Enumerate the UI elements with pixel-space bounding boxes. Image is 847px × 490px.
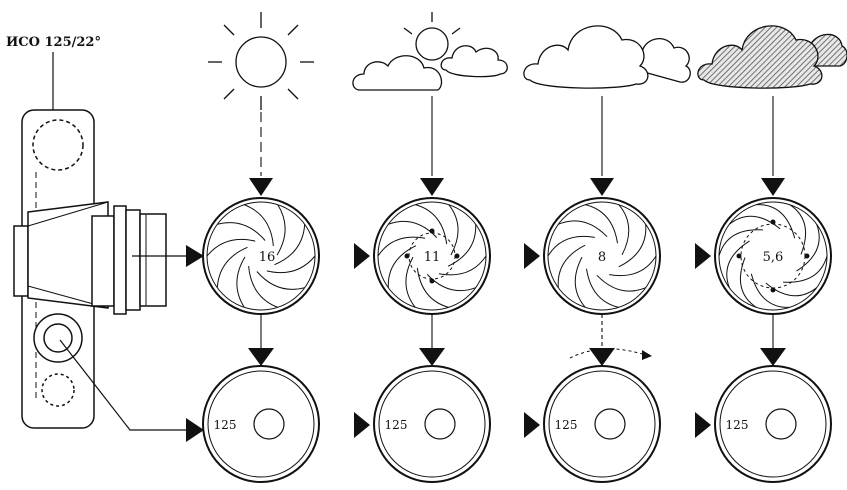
- iris-left-arrow: [695, 243, 711, 269]
- shutter-speed-dial-icon: [202, 365, 320, 483]
- shutter-value: 125: [726, 418, 749, 432]
- sun-icon: [208, 12, 314, 110]
- aperture-value: 5,6: [763, 250, 784, 265]
- exposure-columns: 16 125 11 125 8 125 5,6 125: [202, 178, 832, 483]
- clouds-icon: [523, 25, 691, 89]
- iris-top-arrow: [420, 178, 444, 196]
- meter-connector-arrow: [186, 418, 204, 442]
- aperture-value: 11: [424, 250, 441, 265]
- iris-left-arrow: [524, 243, 540, 269]
- column-2: 11 125: [354, 178, 491, 483]
- iso-label: ИСО 125/22°: [6, 35, 101, 50]
- shutter-speed-dial-icon: [373, 365, 491, 483]
- column-3: 8 125: [524, 178, 661, 483]
- dial-left-arrow: [354, 412, 370, 438]
- aperture-value: 16: [259, 250, 276, 265]
- dial-top-arrow: [589, 348, 615, 366]
- dark-clouds-icon: [697, 25, 847, 89]
- iris-top-arrow: [590, 178, 614, 196]
- aperture-diaphragm-icon: [714, 197, 832, 315]
- camera-icon: [13, 109, 167, 429]
- shutter-value: 125: [385, 418, 408, 432]
- rotate-hint-arrowhead: [642, 350, 652, 360]
- aperture-diaphragm-icon: [202, 197, 320, 315]
- iris-top-arrow: [761, 178, 785, 196]
- column-1: 16 125: [202, 178, 320, 483]
- dial-top-arrow: [760, 348, 786, 366]
- iris-left-arrow: [354, 243, 370, 269]
- dial-left-arrow: [524, 412, 540, 438]
- shutter-speed-dial-icon: [714, 365, 832, 483]
- sun-clouds-icon: [352, 12, 508, 91]
- rotate-hint-arc: [569, 348, 643, 359]
- dial-top-arrow: [419, 348, 445, 366]
- column-4: 5,6 125: [695, 178, 832, 483]
- aperture-diaphragm-icon: [543, 197, 661, 315]
- dial-top-arrow: [248, 348, 274, 366]
- aperture-value: 8: [598, 250, 606, 265]
- dial-left-arrow: [695, 412, 711, 438]
- shutter-value: 125: [555, 418, 578, 432]
- weather-leaders: [260, 96, 774, 176]
- meter-connector-line: [59, 339, 188, 431]
- shutter-value: 125: [214, 418, 237, 432]
- iris-top-arrow: [249, 178, 273, 196]
- lens-connector-arrow: [186, 245, 204, 267]
- shutter-speed-dial-icon: [543, 365, 661, 483]
